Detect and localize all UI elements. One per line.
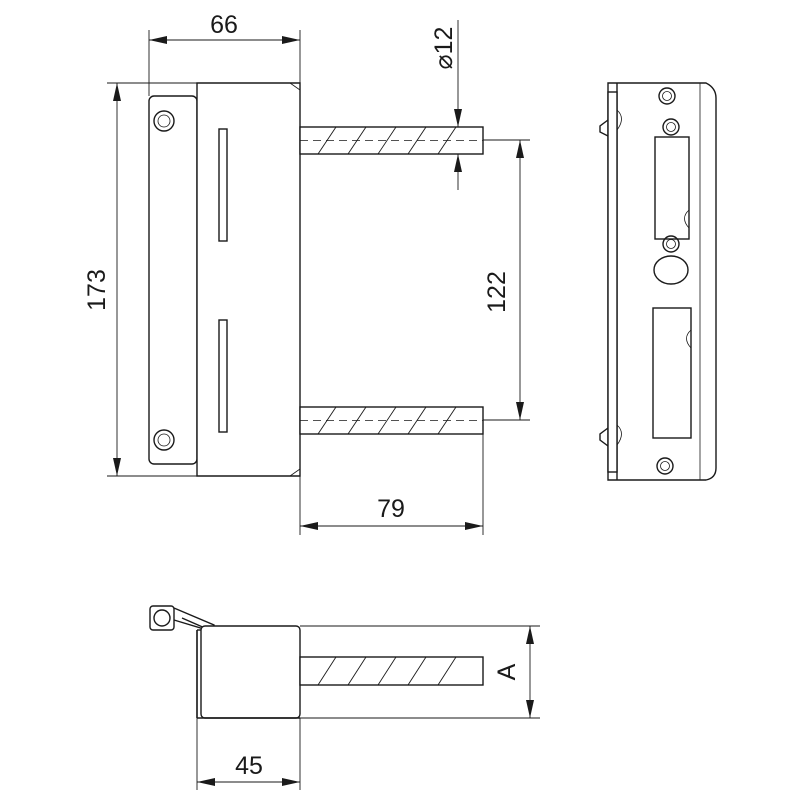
flange-hole-top: [153, 110, 175, 132]
svg-text:⌀12: ⌀12: [430, 27, 458, 70]
dim-pin-spacing: 122: [483, 139, 530, 421]
screw-4: [656, 457, 674, 475]
front-view: 66 173 ⌀12: [83, 11, 530, 535]
plan-housing: [200, 625, 301, 719]
dim-pin-diameter: ⌀12: [430, 20, 483, 190]
side-slot-upper: [654, 136, 690, 240]
housing-body: [196, 82, 301, 477]
screw-2: [662, 118, 680, 136]
side-view-right: [599, 82, 717, 481]
dim-side-height: A: [300, 625, 540, 719]
pin-bottom: [299, 406, 484, 435]
dim-label-79: 79: [377, 495, 405, 523]
dim-label-diameter: 12: [430, 27, 458, 55]
screw-1: [658, 87, 676, 105]
side-slot-lower: [652, 307, 692, 439]
side-oval-hole: [653, 255, 689, 285]
housing-slot-bottom: [218, 319, 228, 433]
dim-label-66: 66: [210, 11, 238, 39]
plan-view: A 45: [149, 605, 540, 790]
flange-hole-bottom: [153, 429, 175, 451]
dim-label-173: 173: [83, 269, 111, 311]
dim-label-122: 122: [483, 271, 511, 313]
dim-pin-length: 79: [299, 434, 484, 535]
dim-height-total: 173: [83, 82, 197, 477]
dim-label-45: 45: [235, 752, 263, 780]
dim-width-top: 66: [148, 11, 301, 96]
dim-label-A: A: [493, 663, 521, 680]
plan-pin: [299, 656, 484, 686]
pin-top: [299, 126, 484, 155]
housing-slot-top: [218, 128, 228, 242]
diameter-symbol: ⌀: [430, 54, 458, 69]
flange-plate: [148, 95, 198, 465]
dim-depth: 45: [196, 718, 301, 790]
